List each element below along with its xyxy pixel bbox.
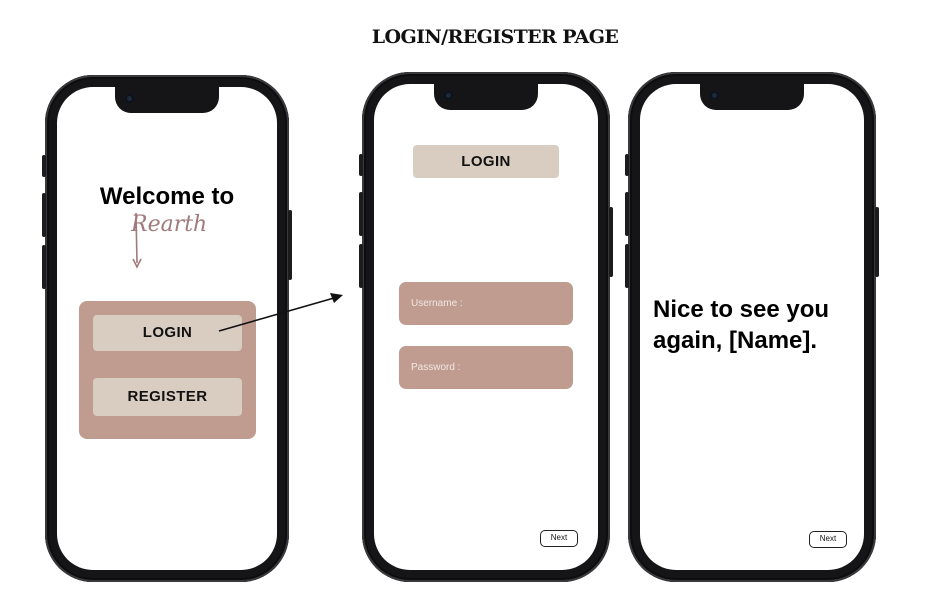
notch (115, 87, 219, 113)
side-button (42, 193, 46, 237)
side-button (359, 192, 363, 236)
phone-greeting: Nice to see you again, [Name]. Next (625, 72, 879, 582)
welcome-heading: Welcome to (99, 183, 235, 210)
rearth-logo: Rearth (130, 212, 207, 269)
side-button (625, 192, 629, 236)
welcome-screen: Welcome to Rearth LOGIN REGISTER (57, 87, 277, 570)
side-button (42, 155, 46, 177)
side-button (359, 154, 363, 176)
side-button (609, 207, 613, 277)
auth-options-card: LOGIN REGISTER (79, 301, 256, 439)
camera-icon (125, 94, 134, 103)
side-button (625, 244, 629, 288)
login-screen: LOGIN Next (374, 84, 598, 570)
side-button (42, 245, 46, 289)
greeting-message: Nice to see you again, [Name]. (653, 296, 830, 354)
phone-welcome: Welcome to Rearth LOGIN REGISTER (42, 75, 292, 582)
phone-login: LOGIN Next (359, 72, 613, 582)
side-button (288, 210, 292, 280)
password-field[interactable] (399, 346, 573, 389)
greeting-screen: Nice to see you again, [Name]. Next (640, 84, 864, 570)
page-title: LOGIN/REGISTER PAGE (371, 26, 619, 48)
camera-icon (710, 91, 719, 100)
register-button[interactable]: REGISTER (93, 378, 242, 416)
side-button (875, 207, 879, 277)
side-button (625, 154, 629, 176)
logo-text: Rearth (130, 212, 207, 237)
next-button[interactable]: Next (540, 530, 578, 547)
username-field[interactable] (399, 282, 573, 325)
side-button (359, 244, 363, 288)
login-header: LOGIN (413, 145, 559, 178)
login-button[interactable]: LOGIN (93, 315, 242, 351)
camera-icon (444, 91, 453, 100)
notch (434, 84, 538, 110)
next-button[interactable]: Next (809, 531, 847, 548)
notch (700, 84, 804, 110)
logo-down-arrow-icon (132, 212, 142, 269)
